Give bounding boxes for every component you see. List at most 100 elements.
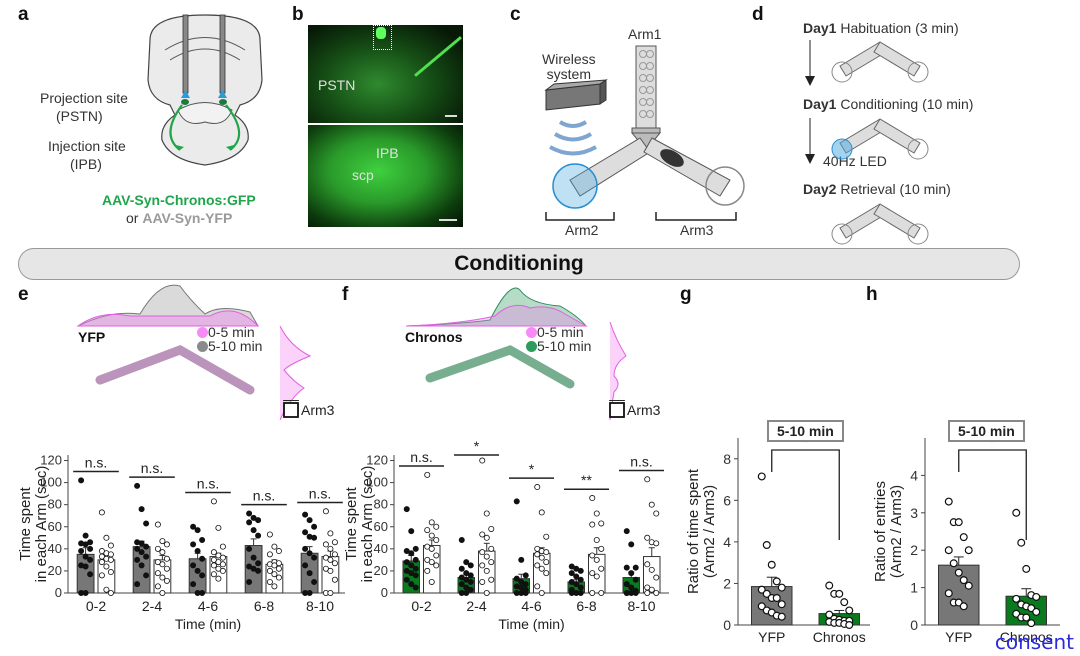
data-point xyxy=(644,589,651,596)
data-point xyxy=(598,589,605,596)
data-point xyxy=(403,559,410,566)
data-point xyxy=(959,602,968,611)
data-point xyxy=(412,584,419,591)
legend-swatch-late xyxy=(197,341,208,352)
data-point xyxy=(840,598,849,607)
data-point xyxy=(246,545,253,552)
data-point xyxy=(403,506,410,513)
data-point xyxy=(219,561,226,568)
legend-early-yfp: 0-5 min xyxy=(197,324,255,340)
data-point xyxy=(87,545,94,552)
data-point xyxy=(194,567,201,574)
y-tick-label: 6 xyxy=(723,492,731,508)
data-point xyxy=(98,509,105,516)
data-point xyxy=(757,472,766,481)
data-point xyxy=(573,581,580,588)
data-point xyxy=(412,565,419,572)
data-point xyxy=(424,567,431,574)
data-point xyxy=(644,534,651,541)
data-point xyxy=(653,574,660,581)
data-point xyxy=(194,548,201,555)
density-side xyxy=(279,325,312,420)
x-tick-label: 6-8 xyxy=(576,598,596,614)
x-axis-label: Time (min) xyxy=(175,616,241,632)
data-point xyxy=(479,578,486,585)
data-point xyxy=(1012,508,1021,517)
panel-label-b: b xyxy=(292,4,304,25)
y-axis-label-line: Time spent xyxy=(17,486,34,560)
data-point xyxy=(1012,594,1021,603)
data-point xyxy=(219,567,226,574)
data-point xyxy=(159,561,166,568)
data-point xyxy=(483,534,490,541)
data-point xyxy=(255,517,262,524)
data-point xyxy=(138,549,145,556)
legend-label: Arm3 xyxy=(301,402,335,418)
data-point xyxy=(573,573,580,580)
data-point xyxy=(194,527,201,534)
data-point xyxy=(138,506,145,513)
data-point xyxy=(306,550,313,557)
data-point xyxy=(483,553,490,560)
data-point xyxy=(210,498,217,505)
x-tick-label: 0-2 xyxy=(411,598,431,614)
data-point xyxy=(522,572,529,579)
data-point xyxy=(302,545,309,552)
y-tick-label: 80 xyxy=(48,497,62,512)
scale-bar xyxy=(439,219,457,221)
data-point xyxy=(632,589,639,596)
data-point xyxy=(271,562,278,569)
y-axis-label-line: Time spent xyxy=(343,486,360,560)
data-point xyxy=(255,560,262,567)
data-point xyxy=(98,559,105,566)
data-point xyxy=(87,571,94,578)
data-point xyxy=(266,567,273,574)
data-point xyxy=(483,567,490,574)
y-tick-label: 0 xyxy=(55,585,62,600)
data-point xyxy=(538,554,545,561)
data-point xyxy=(964,581,973,590)
legend-swatch-late xyxy=(526,341,537,352)
density-top-early xyxy=(76,310,260,327)
significance-label: n.s. xyxy=(197,476,220,492)
panel-label-e: e xyxy=(18,284,29,305)
data-point xyxy=(428,532,435,539)
conditioning-banner: Conditioning xyxy=(18,248,1020,280)
data-point xyxy=(577,567,584,574)
x-tick-label: 8-10 xyxy=(306,598,334,614)
data-point xyxy=(589,521,596,528)
data-point xyxy=(513,498,520,505)
data-point xyxy=(944,546,953,555)
consent-link[interactable]: consent xyxy=(994,630,1074,654)
step-text: Habituation (3 min) xyxy=(840,20,959,36)
data-point xyxy=(944,497,953,506)
y-tick-label: 4 xyxy=(910,467,918,483)
data-point xyxy=(250,527,257,534)
x-axis-label: Time (min) xyxy=(498,616,564,632)
data-point xyxy=(467,578,474,585)
data-point xyxy=(623,589,630,596)
data-point xyxy=(543,549,550,556)
step-day: Day1 xyxy=(803,20,837,36)
data-point xyxy=(1032,592,1041,601)
data-point xyxy=(134,556,141,563)
significance-bracket xyxy=(771,449,840,540)
data-point xyxy=(593,537,600,544)
data-point xyxy=(87,556,94,563)
maze-icon-retrieval xyxy=(831,203,929,245)
bar-yfp xyxy=(751,586,793,626)
y-axis-label-line: in each Arm (sec) xyxy=(359,466,376,583)
y-tick-label: 1 xyxy=(910,580,918,596)
significance-label: ** xyxy=(581,472,592,488)
step-day: Day1 xyxy=(803,96,837,112)
y-tick-label: 8 xyxy=(723,451,731,467)
data-point xyxy=(577,584,584,591)
legend-text: 5-10 min xyxy=(208,338,263,354)
data-point xyxy=(534,583,541,590)
panel-label-a: a xyxy=(18,4,29,25)
panel-label-c: c xyxy=(510,4,521,25)
data-point xyxy=(311,554,318,561)
data-point xyxy=(433,523,440,530)
